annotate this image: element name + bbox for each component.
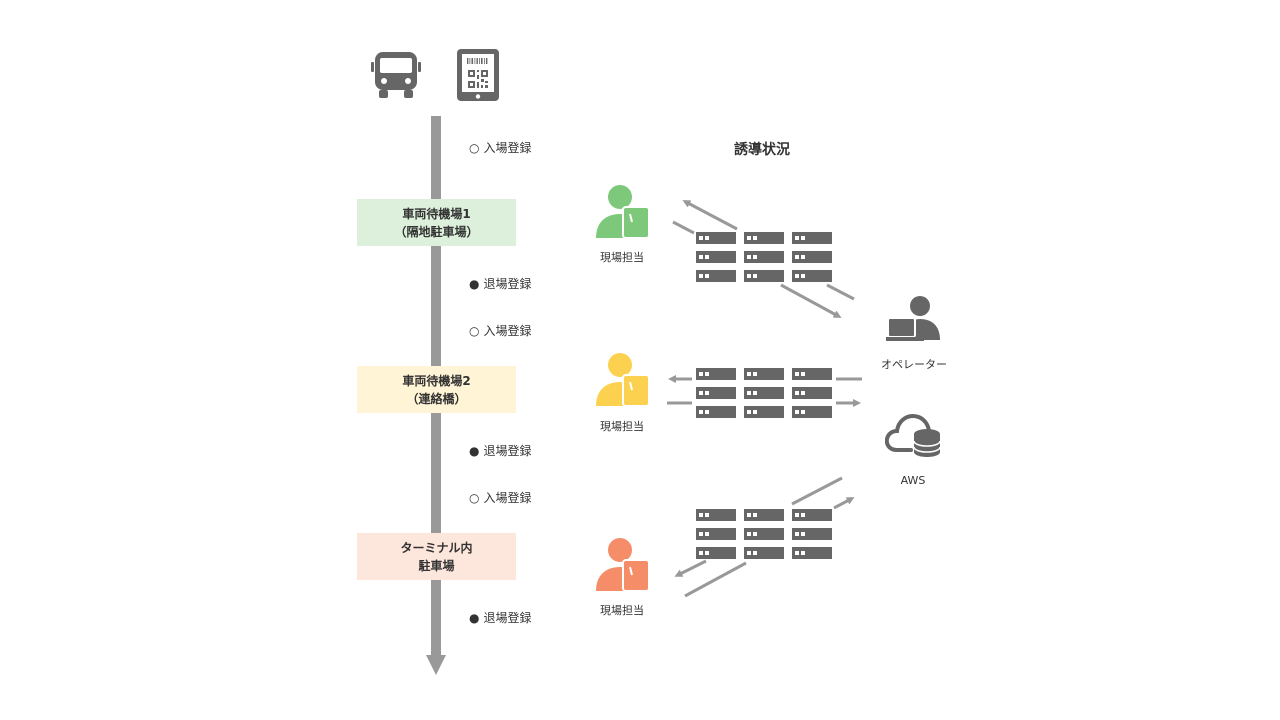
aws-label: AWS [900, 474, 926, 487]
field-staff-label: 現場担当 [600, 420, 644, 433]
stage-waiting-area-1: 車両待機場1 （隔地駐車場） [357, 199, 516, 246]
entry-marker-icon: ○ [469, 140, 480, 155]
event-exit-2: ● 退場登録 [469, 442, 532, 459]
stage-waiting-area-2: 車両待機場2 （連絡橋） [357, 366, 516, 413]
event-entry-1: ○ 入場登録 [469, 139, 532, 156]
server-grid [696, 368, 832, 418]
field-staff-icon [596, 185, 650, 239]
stage-name: 車両待機場1 [402, 206, 471, 221]
flow-arrow [791, 476, 843, 506]
timeline-arrowhead [426, 655, 446, 675]
stage-terminal-parking: ターミナル内 駐車場 [357, 533, 516, 580]
server-rack-icon [696, 368, 832, 418]
field-staff-label: 現場担当 [600, 604, 644, 617]
flow-arrow [833, 497, 855, 510]
event-label: 入場登録 [483, 491, 532, 505]
event-entry-2: ○ 入場登録 [469, 322, 532, 339]
event-label: 入場登録 [483, 324, 532, 338]
exit-marker-icon: ● [469, 276, 480, 291]
event-entry-3: ○ 入場登録 [469, 489, 532, 506]
tablet-qr-icon [457, 49, 499, 101]
flow-arrow [780, 283, 842, 318]
stage-name: 車両待機場2 [402, 373, 471, 388]
server-rack-icon [696, 232, 832, 282]
event-label: 退場登録 [483, 444, 532, 458]
entry-marker-icon: ○ [469, 490, 480, 505]
event-label: 退場登録 [483, 611, 532, 625]
stage-location: 駐車場 [418, 558, 455, 573]
server-rack-icon [696, 509, 832, 559]
field-staff-icon [596, 353, 650, 407]
cloud-database-icon [885, 413, 941, 457]
operator-laptop-icon [886, 296, 940, 341]
flow-arrow [674, 559, 707, 577]
field-staff-label: 現場担当 [600, 251, 644, 264]
event-label: 入場登録 [483, 141, 532, 155]
server-grid [696, 232, 832, 282]
exit-marker-icon: ● [469, 610, 480, 625]
flow-arrow [672, 220, 695, 235]
stage-name: ターミナル内 [400, 540, 473, 555]
stage-location: （隔地駐車場） [394, 224, 479, 239]
event-label: 退場登録 [483, 277, 532, 291]
flow-arrow [684, 561, 747, 598]
exit-marker-icon: ● [469, 443, 480, 458]
flow-arrow [682, 200, 738, 231]
event-exit-3: ● 退場登録 [469, 609, 532, 626]
server-grid [696, 509, 832, 559]
entry-marker-icon: ○ [469, 323, 480, 338]
stage-location: （連絡橋） [406, 391, 467, 406]
flow-arrow [826, 283, 855, 301]
field-staff-icon [596, 538, 650, 592]
operator-label: オペレーター [881, 358, 947, 371]
event-exit-1: ● 退場登録 [469, 275, 532, 292]
bus-icon [371, 52, 421, 98]
guidance-title: 誘導状況 [734, 142, 790, 158]
